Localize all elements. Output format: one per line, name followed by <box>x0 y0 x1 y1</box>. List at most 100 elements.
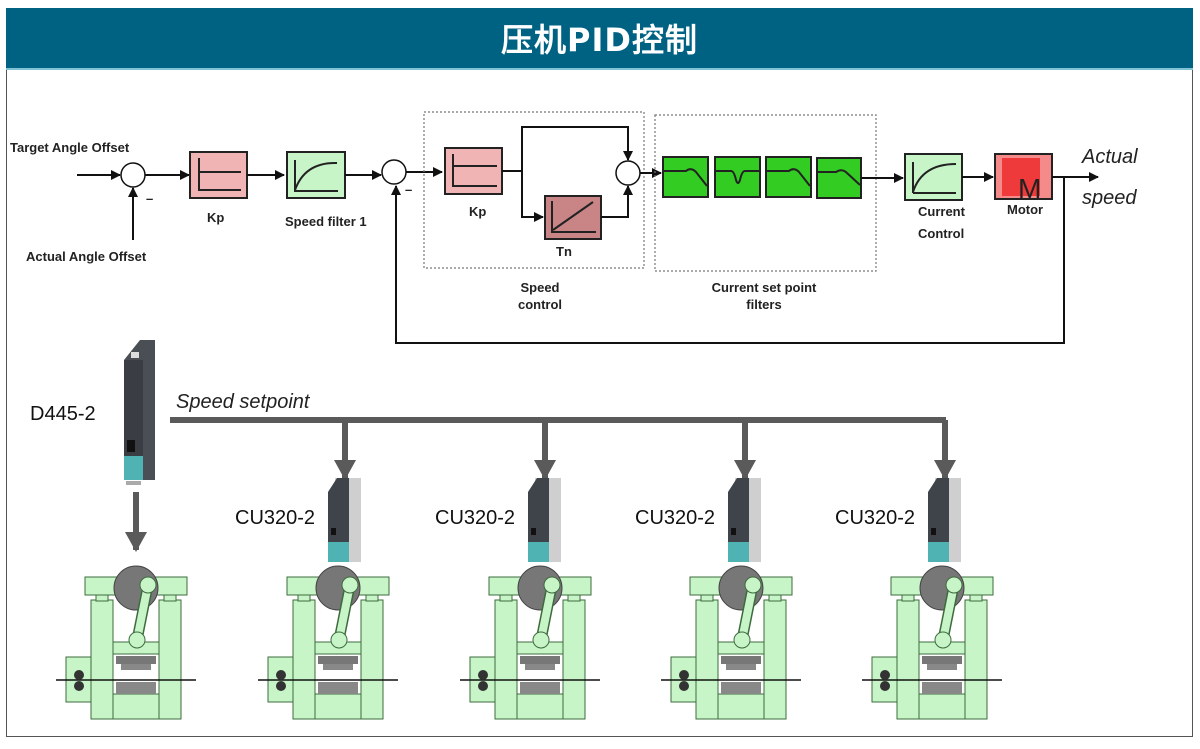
press-feed-roll <box>74 670 84 680</box>
press-upper-die-insert <box>726 664 756 670</box>
cu320-drive <box>928 478 961 562</box>
press-upper-die <box>721 656 761 664</box>
press-upper-die <box>520 656 560 664</box>
minus-sign-2: – <box>405 182 412 197</box>
press-connecting-rod-fill <box>738 584 757 641</box>
cu320-drive <box>328 478 361 562</box>
press-feed-roll <box>276 670 286 680</box>
press-feed-roll <box>679 681 689 691</box>
actual-speed-label-2: speed <box>1082 187 1137 209</box>
lowpass-filter-3 <box>816 157 862 199</box>
speed-control-label-1: Speed <box>520 280 559 295</box>
drive-terminal <box>528 542 549 562</box>
page-title: 压机PID控制 <box>501 21 698 59</box>
press-feed-roll <box>478 670 488 680</box>
drive-front <box>528 478 549 562</box>
lowpass-filter-2 <box>765 156 812 198</box>
drive-front <box>328 478 349 562</box>
press-upper-die <box>922 656 962 664</box>
press-column-right <box>763 599 787 720</box>
drive-terminal <box>328 542 349 562</box>
master-controller-label: D445-2 <box>30 403 96 425</box>
press-wrist-pin <box>532 631 550 649</box>
press-bed <box>516 693 564 720</box>
press-column-right <box>562 599 586 720</box>
press-upper-die-insert <box>525 664 555 670</box>
drive-port <box>531 528 536 535</box>
press-column-right <box>964 599 988 720</box>
notch-filter <box>714 156 761 198</box>
press-machine <box>56 565 196 720</box>
title-bar: 压机PID控制 <box>6 8 1193 70</box>
press-spacer <box>365 594 379 602</box>
integral-path-in <box>521 171 544 222</box>
motor-label: Motor <box>1007 202 1043 217</box>
minus-sign-1: – <box>146 191 153 206</box>
setpoint-filters-label-1: Current set point <box>712 280 817 295</box>
press-spacer <box>499 594 513 602</box>
target-angle-label: Target Angle Offset <box>10 140 130 155</box>
press-spacer <box>969 594 983 602</box>
cu320-label: CU320-2 <box>435 507 515 529</box>
press-upper-die <box>318 656 358 664</box>
kp-outer-block <box>189 151 248 199</box>
press-bed <box>717 693 765 720</box>
kp-inner-label: Kp <box>469 204 486 219</box>
press-spacer <box>901 594 915 602</box>
lowpass-filter-1 <box>662 156 709 198</box>
press-upper-die <box>116 656 156 664</box>
drive-port <box>931 528 936 535</box>
press-upper-die-insert <box>323 664 353 670</box>
press-spacer <box>768 594 782 602</box>
motor-block <box>994 153 1053 200</box>
slide-frame <box>6 8 1193 737</box>
setpoint-filters-label-2: filters <box>746 297 781 312</box>
press-spacer <box>297 594 311 602</box>
press-spacer <box>95 594 109 602</box>
press-crank-pin <box>744 576 762 594</box>
press-machine <box>862 565 1002 720</box>
cu320-drive <box>528 478 561 562</box>
press-machine <box>661 565 801 720</box>
press-lower-die <box>116 682 156 694</box>
press-crank-pin <box>543 576 561 594</box>
press-connecting-rod-fill <box>335 584 354 641</box>
press-spacer <box>700 594 714 602</box>
press-bed <box>918 693 966 720</box>
press-wrist-pin <box>934 631 952 649</box>
press-lower-die <box>922 682 962 694</box>
cu320-label: CU320-2 <box>635 507 715 529</box>
press-column-left <box>695 599 719 720</box>
press-lower-die <box>318 682 358 694</box>
current-control-label-1: Current <box>918 204 966 219</box>
press-column-right <box>360 599 384 720</box>
drive-port <box>331 528 336 535</box>
press-spacer <box>163 594 177 602</box>
press-upper-die-insert <box>121 664 151 670</box>
cu320-label: CU320-2 <box>835 507 915 529</box>
drive-terminal <box>728 542 749 562</box>
drive-terminal <box>928 542 949 562</box>
speed-control-group <box>423 111 645 269</box>
sum-junction-2 <box>381 159 407 185</box>
sum-junction-1 <box>120 162 146 188</box>
drive-front <box>728 478 749 562</box>
press-machine <box>460 565 600 720</box>
speed-control-label-2: control <box>518 297 562 312</box>
press-feed-roll <box>74 681 84 691</box>
d445-controller <box>124 340 155 485</box>
press-column-left <box>896 599 920 720</box>
press-wrist-pin <box>733 631 751 649</box>
cu320-drive <box>728 478 761 562</box>
drive-port <box>731 528 736 535</box>
press-crank-pin <box>341 576 359 594</box>
press-wrist-pin <box>128 631 146 649</box>
integral-path-out <box>601 185 633 218</box>
speed-feedback-path <box>391 177 1065 344</box>
press-column-right <box>158 599 182 720</box>
press-column-left <box>90 599 114 720</box>
kp-inner-block <box>444 147 503 195</box>
press-spacer <box>567 594 581 602</box>
press-wrist-pin <box>330 631 348 649</box>
